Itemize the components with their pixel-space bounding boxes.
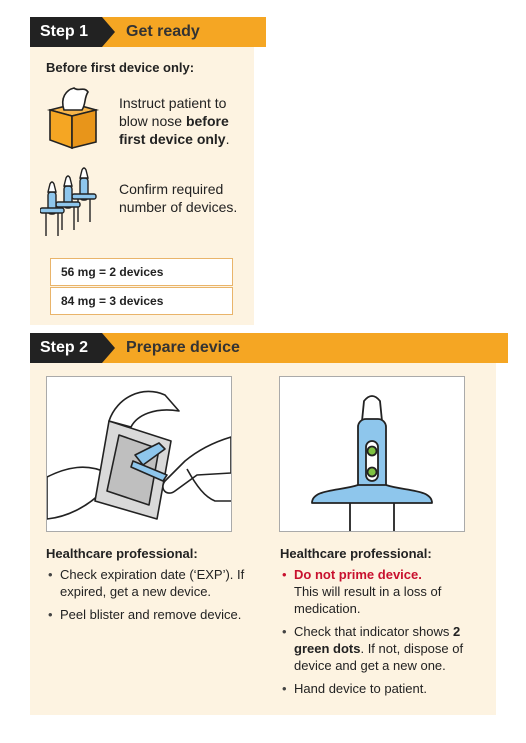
step1-header: Step 1 Get ready (30, 17, 267, 47)
peel-blister-illustration (46, 376, 232, 532)
nasal-device-indicator-icon (311, 395, 433, 531)
step1-title: Get ready (102, 17, 267, 47)
step1-instruction-confirm-devices: Confirm required number of devices. (119, 181, 238, 215)
step2-badge: Step 2 (30, 333, 116, 363)
step2-right-bullets: Do not prime device. This will result in… (280, 566, 486, 703)
bullet-check-expiration: Check expiration date (‘EXP’). If expire… (46, 566, 258, 600)
step1-subhead: Before first device only: (46, 60, 195, 75)
tissue-box-icon (46, 87, 100, 150)
three-devices-icon (40, 167, 97, 236)
step2-left-bullets: Check expiration date (‘EXP’). If expire… (46, 566, 258, 629)
bullet-do-not-prime: Do not prime device. This will result in… (280, 566, 486, 617)
step2-right-subhead: Healthcare professional: (280, 546, 432, 561)
step1-badge: Step 1 (30, 17, 116, 47)
bullet-check-indicator: Check that indicator shows 2 green dots.… (280, 623, 486, 674)
dose-row-56mg: 56 mg = 2 devices (50, 258, 233, 286)
step2-title: Prepare device (102, 333, 509, 363)
step2-left-subhead: Healthcare professional: (46, 546, 198, 561)
bullet-peel-blister: Peel blister and remove device. (46, 606, 258, 623)
dose-row-84mg: 84 mg = 3 devices (50, 287, 233, 315)
step2-header: Step 2 Prepare device (30, 333, 509, 363)
device-indicator-illustration (279, 376, 465, 532)
step1-instruction-blow-nose: Instruct patient to blow nose before fir… (119, 95, 230, 147)
bullet-hand-device: Hand device to patient. (280, 680, 486, 697)
hand-peeling-blister-icon (46, 390, 232, 520)
